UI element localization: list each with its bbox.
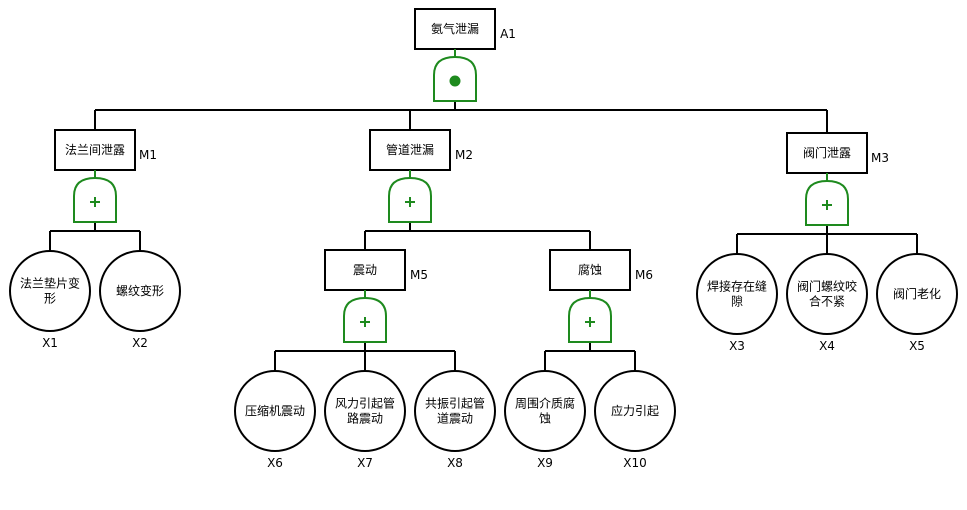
- event-m1[interactable]: 法兰间泄露 M1: [54, 129, 157, 171]
- basic-event-label: 共振引起管: [425, 396, 485, 411]
- event-label: 法兰间泄露: [65, 143, 125, 157]
- event-a1[interactable]: 氨气泄漏 A1: [414, 8, 516, 50]
- event-id: M1: [139, 148, 157, 162]
- event-m6[interactable]: 腐蚀 M6: [549, 249, 653, 291]
- basic-event-id: X4: [819, 339, 835, 353]
- basic-event-label: 应力引起: [611, 403, 659, 418]
- event-id: M5: [410, 268, 428, 282]
- event-id: M6: [635, 268, 653, 282]
- basic-event-label: 周围介质腐: [515, 396, 575, 411]
- basic-event-circle[interactable]: [234, 370, 316, 452]
- basic-event-label: 合不紧: [809, 294, 845, 309]
- basic-event-circle[interactable]: [876, 253, 958, 335]
- basic-event-label: 法兰垫片变: [20, 276, 80, 291]
- basic-event-id: X9: [537, 456, 553, 470]
- basic-event-id: X3: [729, 339, 745, 353]
- event-m5[interactable]: 震动 M5: [324, 249, 428, 291]
- or-gate-m2: [388, 170, 432, 223]
- event-m3[interactable]: 阀门泄露 M3: [786, 132, 889, 174]
- basic-event-circle[interactable]: [414, 370, 496, 452]
- basic-event-label: 阀门老化: [893, 286, 941, 301]
- basic-event-label: 压缩机震动: [245, 403, 305, 418]
- basic-event-circle[interactable]: [9, 250, 91, 332]
- basic-event-circle[interactable]: [696, 253, 778, 335]
- event-label: 阀门泄露: [803, 145, 851, 160]
- or-gate-m6: [568, 290, 612, 343]
- basic-event-id: X2: [132, 336, 148, 350]
- basic-event-circle[interactable]: [594, 370, 676, 452]
- basic-event-circle[interactable]: [99, 250, 181, 332]
- basic-event-label: 焊接存在缝: [707, 279, 767, 294]
- basic-event-id: X5: [909, 339, 925, 353]
- and-gate-a1: [433, 49, 477, 102]
- event-box[interactable]: [549, 249, 631, 291]
- basic-event-label: 蚀: [539, 412, 551, 426]
- event-box[interactable]: [414, 8, 496, 50]
- basic-event-circle[interactable]: [324, 370, 406, 452]
- event-label: 氨气泄漏: [431, 21, 479, 36]
- basic-event-id: X6: [267, 456, 283, 470]
- event-label: 管道泄漏: [386, 142, 434, 157]
- connector-lines: [49, 101, 918, 371]
- basic-event-label: 隙: [731, 295, 743, 309]
- basic-event-x2[interactable]: 螺纹变形 X2: [99, 250, 181, 350]
- basic-event-id: X8: [447, 456, 463, 470]
- event-label: 震动: [353, 263, 377, 277]
- basic-event-id: X7: [357, 456, 373, 470]
- event-box[interactable]: [324, 249, 406, 291]
- or-gate-m5: [343, 290, 387, 343]
- or-gate-plus-icon: [822, 200, 832, 210]
- basic-event-label: 阀门螺纹咬: [797, 279, 857, 294]
- basic-event-label: 风力引起管: [335, 396, 395, 411]
- or-gate-m1: [73, 170, 117, 223]
- basic-event-label: 螺纹变形: [116, 283, 164, 298]
- and-gate-dot-icon: [449, 75, 461, 87]
- or-gate-plus-icon: [360, 317, 370, 327]
- or-gate-plus-icon: [90, 197, 100, 207]
- basic-event-label: 道震动: [437, 412, 473, 426]
- basic-event-label: 路震动: [347, 411, 383, 426]
- basic-event-id: X1: [42, 336, 58, 350]
- basic-event-x5[interactable]: 阀门老化 X5: [876, 253, 958, 353]
- event-id: M2: [455, 148, 473, 162]
- basic-event-label: 形: [44, 292, 56, 306]
- or-gate-plus-icon: [585, 317, 595, 327]
- event-id: A1: [500, 27, 516, 41]
- basic-event-x6[interactable]: 压缩机震动 X6: [234, 370, 316, 470]
- event-box[interactable]: [786, 132, 868, 174]
- basic-event-circle[interactable]: [504, 370, 586, 452]
- event-box[interactable]: [369, 129, 451, 171]
- or-gate-plus-icon: [405, 197, 415, 207]
- event-m2[interactable]: 管道泄漏 M2: [369, 129, 473, 171]
- basic-event-x10[interactable]: 应力引起 X10: [594, 370, 676, 470]
- event-id: M3: [871, 151, 889, 165]
- basic-event-id: X10: [623, 456, 647, 470]
- event-label: 腐蚀: [578, 262, 602, 277]
- basic-event-circle[interactable]: [786, 253, 868, 335]
- or-gate-m3: [805, 173, 849, 226]
